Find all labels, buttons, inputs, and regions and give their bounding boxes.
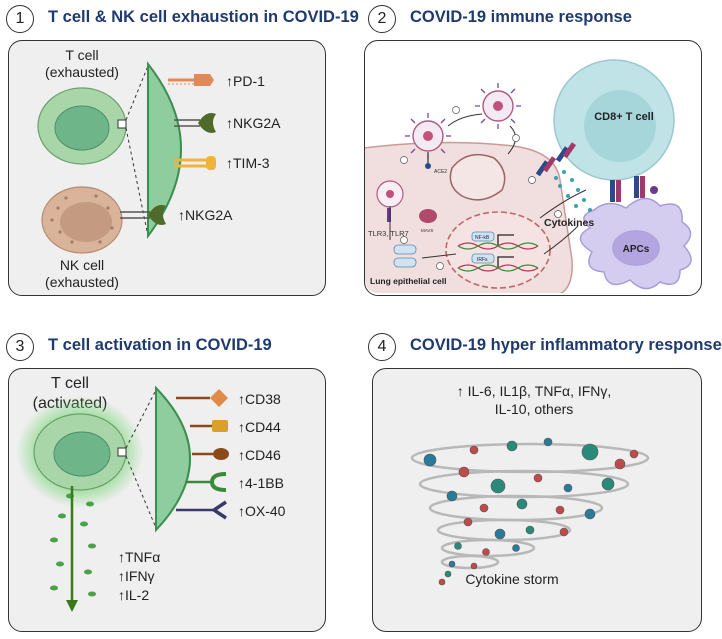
zoom-line-bottom-3 [125,455,157,529]
cytokine-particles [554,170,592,212]
virus-particle-2 [475,83,521,129]
internalized-virus [376,180,404,208]
irfs-label: IRFs [477,257,488,263]
panel-4-number: 4 [368,333,396,361]
zoom-line-bottom [125,127,149,237]
cytokine-storm-label: Cytokine storm [465,571,558,587]
cd38-receptor [176,389,228,407]
pd1-label: ↑PD-1 [226,73,265,89]
ifng-label: ↑IFNγ [118,568,155,584]
4-1bb-label: ↑4-1BB [238,475,284,491]
panel-4-box [372,368,702,632]
endosome [449,153,506,201]
tcell-exhausted-label: T cell [65,47,98,63]
cytokine-list-line1: ↑ IL-6, IL1β, TNFα, IFNγ, [457,383,612,399]
panel-2-title: COVID-19 immune response [410,8,632,26]
panel-1-number: 1 [6,5,34,33]
tcell-exhausted-sublabel: (exhausted) [45,64,119,80]
storm-particles [423,437,639,586]
cd46-receptor [192,448,229,460]
secreted-cytokine-dots [50,493,96,597]
pd1-receptor [168,74,214,86]
tcell-activated-label: T cell [51,375,89,392]
cd8-t-cell-label: CD8+ T cell [594,111,654,123]
tcell-membrane-activated [155,385,191,533]
il2-label: ↑IL-2 [118,587,149,603]
cytokine-storm-tornado [410,442,650,570]
step-markers [400,106,562,270]
panel-4-title: COVID-19 hyper inflammatory response [410,336,722,354]
tcell-activated-zoom-box [117,447,127,457]
ace2-label: ACE2 [434,169,447,175]
apc-nucleus [612,230,660,266]
nk-nkg2a-receptor [120,205,166,225]
nk-nkg2a-label: ↑NKG2A [178,207,233,223]
nkg2a-receptor [174,113,216,133]
epithelial-nucleus [445,211,551,289]
zoom-line-top-3 [125,389,157,449]
tcell-zoom-box [117,119,127,129]
panel-1-figure: T cell (exhausted) ↑PD-1 ↑NKG2A ↑TIM-3 ↑… [37,47,281,290]
cytokines-label: Cytokines [544,217,594,229]
cytokine-list-line2: IL-10, others [495,401,574,417]
zoom-line-top [125,65,149,121]
cd46-label: ↑CD46 [238,447,281,463]
panel-1-title: T cell & NK cell exhaustion in COVID-19 [48,8,359,26]
virus-particle-1 [405,113,451,159]
ace2-receptor [425,152,431,169]
panel-3-number: 3 [6,333,34,361]
tnfa-label: ↑TNFα [118,549,160,565]
pathway-arrows [389,113,587,259]
lung-epithelial-label: Lung epithelial cell [370,276,447,286]
tim3-receptor [174,156,216,170]
secretion-arrow [66,486,78,612]
nk-cell-sublabel: (exhausted) [45,274,119,290]
irfs-box [471,253,495,264]
ox40-label: ↑OX-40 [238,503,286,519]
tcell-membrane-exhausted [147,61,182,240]
cd44-label: ↑CD44 [238,419,281,435]
cd38-label: ↑CD38 [238,391,281,407]
tim3-label: ↑TIM-3 [226,155,270,171]
ox40-receptor [176,500,227,520]
panel-3-figure: T cell (activated) ↑CD38 ↑CD44 ↑CD46 ↑4-… [16,375,286,612]
panel-3-title: T cell activation in COVID-19 [48,336,272,354]
dna-strands [457,242,539,272]
tcell-activated-nucleus [53,431,111,477]
apc-label: APCs [623,244,650,255]
nfkb-box [471,231,495,242]
panel-2-number: 2 [368,5,396,33]
panel-4-figure: ↑ IL-6, IL1β, TNFα, IFNγ, IL-10, others [410,383,650,587]
tlr-receptor [387,208,391,222]
nk-cell-granules [50,194,114,244]
cd44-receptor [190,420,228,432]
mavs-label: MAVS [421,228,433,233]
4-1bb-receptor [186,472,227,492]
cd8-t-cell-nucleus [584,90,656,162]
transcription-factors-cytoplasm [393,244,417,268]
mavs-protein [419,209,437,223]
nk-cell-nucleus [60,202,112,242]
tcr-mhc-complex-apc [610,176,658,202]
tcr-mhc-complex-epithelial [535,142,577,177]
panel-2-figure: ACE2 TLR3, TLR7 MAVS NF-kB IRFs [365,59,692,293]
nfkb-label: NF-kB [475,235,490,241]
tlr-label: TLR3, TLR7 [368,229,409,238]
nkg2a-label: ↑NKG2A [226,115,281,131]
nk-cell-label: NK cell [60,257,104,273]
transcription-arrows [497,234,514,267]
tcell-exhausted-nucleus [54,105,110,151]
